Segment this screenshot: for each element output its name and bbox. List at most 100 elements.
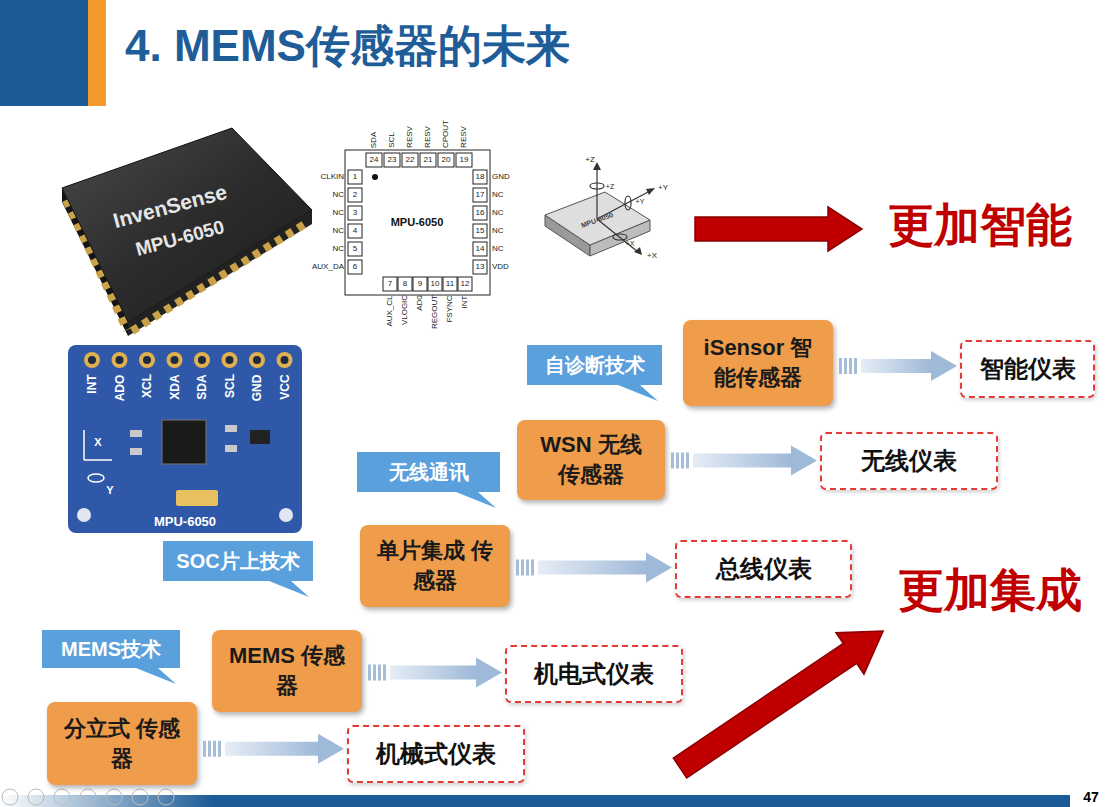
pin-number: 2 [353,191,357,199]
pin-number: 3 [353,209,357,217]
pinout-diagram [345,150,490,295]
node-text: MEMS技术 [61,636,161,663]
callout-outline [527,345,662,401]
pin-name: NC [492,245,504,253]
arrow-stripe [373,665,376,681]
pin-number: 13 [476,263,485,271]
axis-diagram [545,162,655,256]
pin-number: 15 [476,227,485,235]
arrow-stripe [526,560,529,576]
node-text: 总线仪表 [716,553,812,585]
arrow-stripe [521,560,524,576]
pin-number: 9 [418,280,422,288]
callout-outline [42,630,180,684]
arrow-stripe [213,741,216,757]
pin-name: NC [332,209,344,217]
pin-number: 20 [442,156,451,164]
axis-label: +X [626,240,635,247]
arrow-shaft [538,561,646,575]
node-text: WSN 无线传感器 [531,430,651,489]
pin-name: SCL [388,132,396,148]
pin-name: NC [332,227,344,235]
module-pin-label: GND [251,374,263,401]
block-arrow [839,351,957,381]
pin-number: 1 [353,173,357,181]
pin-name: RESV [424,126,432,148]
module-board [68,345,302,533]
axis-label: +Z [585,156,595,164]
pin-number: 14 [476,245,485,253]
pin-number: 4 [353,227,357,235]
block-arrow [671,446,817,476]
axis-label: +X [647,252,657,260]
module-pin-label: SCL [224,374,236,398]
block-arrow [203,734,344,764]
pin-name: INT [461,295,469,308]
instrument-box: 智能仪表 [960,340,1095,398]
pin-number: 24 [370,156,379,164]
arrow-stripe [854,358,857,374]
arrow-shaft [861,359,931,373]
sensor-box: MEMS 传感器 [212,630,362,712]
pin-number: 17 [476,191,485,199]
node-text: 机电式仪表 [534,658,654,690]
arrow-stripe [218,741,221,757]
trend-text: 更加智能 [888,202,1072,248]
pin-name: NC [332,191,344,199]
nav-icons [2,789,174,805]
pin-number: 18 [476,173,485,181]
pin-name: NC [492,227,504,235]
pin-name: AD0 [416,295,424,311]
page-number: 47 [1083,790,1099,804]
sensor-box: WSN 无线传感器 [517,420,665,500]
arrow-head [476,658,502,688]
arrow-stripe [203,741,206,757]
arrow-shaft [390,666,476,680]
arrow-head [931,351,957,381]
module-pin-label: SDA [196,374,208,399]
pin-number: 12 [461,280,470,288]
pin-name: VDD [492,263,509,271]
pin-name: RESV [406,126,414,148]
instrument-box: 机械式仪表 [347,725,525,783]
arrow-stripe [368,665,371,681]
axis-label: X [94,437,101,448]
arrow-shaft [225,742,318,756]
technology-callout: MEMS技术 [42,630,180,668]
pin-name: AUX_CL [386,295,394,326]
arrow-head [791,446,817,476]
module-pin-label: XDA [169,374,181,399]
pin-number: 5 [353,245,357,253]
package-name: MPU-6050 [391,217,444,228]
axis-label: +Y [658,184,668,192]
sensor-box: 单片集成 传感器 [360,525,510,607]
arrow-stripe [516,560,519,576]
node-text: 无线仪表 [861,445,957,477]
instrument-box: 机电式仪表 [505,645,683,703]
trend-text: 更加集成 [898,567,1082,613]
slide-title: 4. MEMS传感器的未来 [125,22,570,70]
axis-label: Y [106,485,113,496]
instrument-box: 总线仪表 [675,540,852,598]
node-text: 无线通讯 [389,459,469,486]
axis-label: +Z [606,183,614,190]
arrow-stripe [208,741,211,757]
pin-number: 21 [424,156,433,164]
pin-name: AUX_DA [312,263,344,271]
pin-name: GND [492,173,510,181]
pin-number: 11 [446,280,454,288]
arrow-stripe [681,453,684,469]
pin-number: 22 [406,156,415,164]
arrow-stripe [849,358,852,374]
module-name: MPU-6050 [154,515,216,528]
node-text: 单片集成 传感器 [374,536,496,595]
callout-outline [163,541,313,597]
sensor-box: 分立式 传感器 [47,702,197,785]
node-text: 智能仪表 [980,353,1076,385]
pin-name: NC [492,191,504,199]
callout-outline [357,452,500,508]
arrow-stripe [671,453,674,469]
pin-name: CPOUT [442,120,450,148]
node-text: 自诊断技术 [545,352,645,379]
trend-arrow [695,207,862,251]
